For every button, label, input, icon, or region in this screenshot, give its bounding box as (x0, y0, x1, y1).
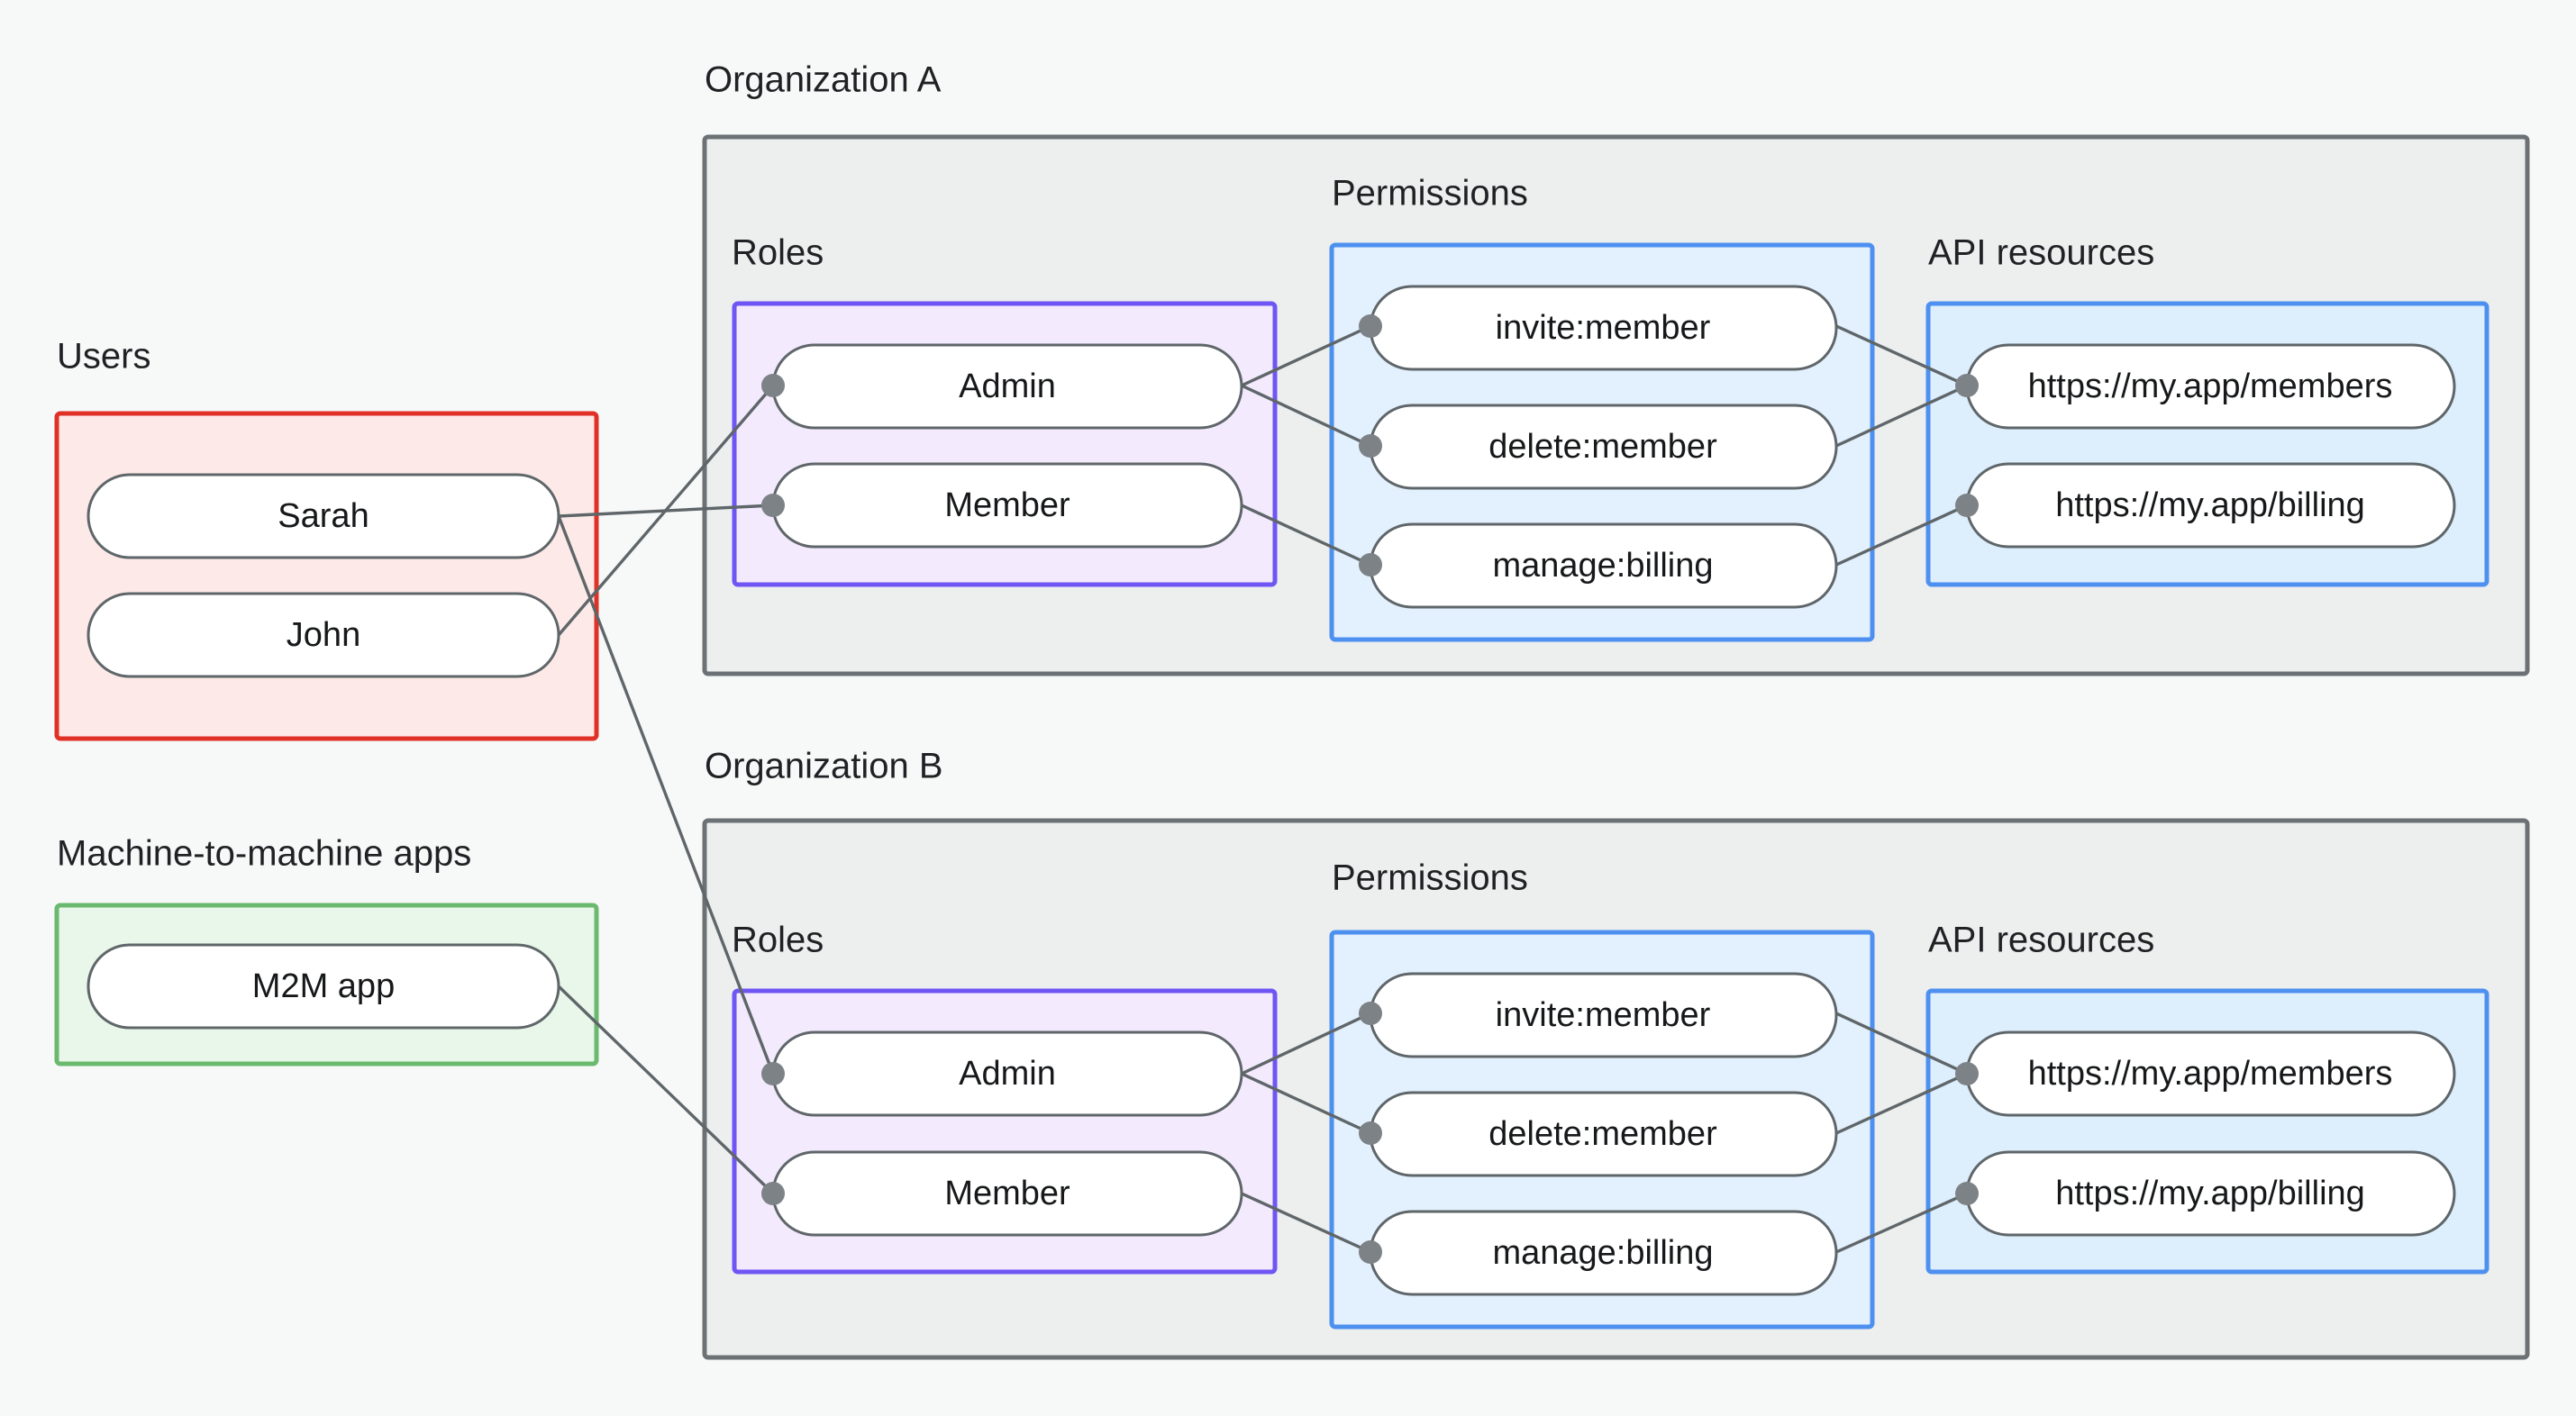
org-a-permission-delete-member[interactable]: delete:member (1369, 404, 1838, 490)
org-b-resource-members-label: https://my.app/members (2028, 1055, 2393, 1093)
org-a-role-member-label: Member (944, 486, 1070, 524)
org-b-role-member[interactable]: Member (771, 1150, 1243, 1237)
org-b-permission-manage-billing-label: manage:billing (1492, 1234, 1713, 1272)
dot-org-a-admin-in (761, 374, 785, 397)
users-title: Users (57, 337, 150, 377)
org-b-title: Organization B (705, 747, 943, 786)
org-a-permission-manage-billing[interactable]: manage:billing (1369, 522, 1838, 609)
users-box (54, 411, 599, 741)
user-node-john[interactable]: John (86, 592, 560, 678)
dot-org-a-invite-in (1359, 314, 1382, 338)
edge-org-a-admin-to-invite (1241, 324, 1371, 387)
edge-m2m-to-org-b-member (557, 985, 775, 1195)
dot-org-b-delete-in (1359, 1121, 1382, 1145)
org-b-role-admin-label: Admin (959, 1055, 1056, 1093)
dot-org-b-member-in (761, 1182, 785, 1205)
edge-sarah-to-org-b-admin (557, 515, 775, 1075)
edge-org-a-member-to-billing (1241, 504, 1371, 567)
connection-edges (557, 324, 1968, 1254)
dot-org-b-admin-in (761, 1062, 785, 1085)
user-node-sarah-label: Sarah (278, 497, 369, 535)
user-node-john-label: John (287, 616, 360, 654)
dot-org-a-res-billing-in (1955, 494, 1979, 517)
dot-org-a-billing-in (1359, 553, 1382, 576)
org-a-role-member[interactable]: Member (771, 462, 1243, 549)
dot-org-a-member-in (761, 494, 785, 517)
m2m-node-app-label: M2M app (252, 967, 395, 1005)
org-a-resource-members[interactable]: https://my.app/members (1965, 343, 2456, 430)
org-b-resource-billing-label: https://my.app/billing (2055, 1175, 2365, 1212)
org-b-permission-invite-member-label: invite:member (1496, 996, 1711, 1034)
edge-org-b-billing-to-billing-res (1835, 1192, 1968, 1254)
edge-org-b-admin-to-invite (1241, 1012, 1371, 1076)
dot-org-b-invite-in (1359, 1002, 1382, 1025)
user-node-sarah[interactable]: Sarah (86, 473, 560, 559)
edge-org-a-invite-to-members (1835, 324, 1968, 387)
org-a-permission-invite-member-label: invite:member (1496, 309, 1711, 347)
org-b-permission-delete-member[interactable]: delete:member (1369, 1091, 1838, 1177)
org-a-resources-title: API resources (1928, 233, 2154, 273)
org-a-permission-manage-billing-label: manage:billing (1492, 547, 1713, 585)
edge-org-a-delete-to-members (1835, 384, 1968, 448)
org-a-role-admin[interactable]: Admin (771, 343, 1243, 430)
org-b-permission-manage-billing[interactable]: manage:billing (1369, 1210, 1838, 1296)
dot-org-b-res-members-in (1955, 1062, 1979, 1085)
dot-org-a-delete-in (1359, 434, 1382, 458)
org-b-permission-delete-member-label: delete:member (1488, 1115, 1717, 1153)
edge-org-a-billing-to-billing-res (1835, 504, 1968, 567)
org-a-role-admin-label: Admin (959, 368, 1056, 405)
org-b-resource-members[interactable]: https://my.app/members (1965, 1030, 2456, 1117)
org-a-title: Organization A (705, 60, 942, 100)
org-b-permission-invite-member[interactable]: invite:member (1369, 972, 1838, 1058)
org-a-permission-invite-member[interactable]: invite:member (1369, 285, 1838, 371)
org-a-resource-members-label: https://my.app/members (2028, 368, 2393, 405)
org-b-resources-title: API resources (1928, 921, 2154, 960)
edge-org-a-admin-to-delete (1241, 384, 1371, 448)
org-b-role-member-label: Member (944, 1175, 1070, 1212)
edge-john-to-org-a-admin (557, 384, 775, 637)
org-b-resource-billing[interactable]: https://my.app/billing (1965, 1150, 2456, 1237)
org-b-permissions-title: Permissions (1332, 858, 1528, 898)
org-a-resource-billing-label: https://my.app/billing (2055, 486, 2365, 524)
connection-endpoint-dots (761, 314, 1979, 1264)
edge-org-b-member-to-billing (1241, 1192, 1371, 1254)
m2m-node-app[interactable]: M2M app (86, 943, 560, 1030)
org-a-resource-billing[interactable]: https://my.app/billing (1965, 462, 2456, 549)
edge-org-b-admin-to-delete (1241, 1072, 1371, 1135)
org-a-roles-title: Roles (732, 233, 824, 273)
dot-org-b-billing-in (1359, 1240, 1382, 1264)
dot-org-a-res-members-in (1955, 374, 1979, 397)
edge-org-b-delete-to-members (1835, 1072, 1968, 1135)
org-a-permissions-title: Permissions (1332, 174, 1528, 213)
org-a-permission-delete-member-label: delete:member (1488, 428, 1717, 466)
edge-org-b-invite-to-members (1835, 1012, 1968, 1076)
dot-org-b-res-billing-in (1955, 1182, 1979, 1205)
org-b-roles-title: Roles (732, 921, 824, 960)
org-b-role-admin[interactable]: Admin (771, 1030, 1243, 1117)
m2m-title: Machine-to-machine apps (57, 834, 471, 874)
